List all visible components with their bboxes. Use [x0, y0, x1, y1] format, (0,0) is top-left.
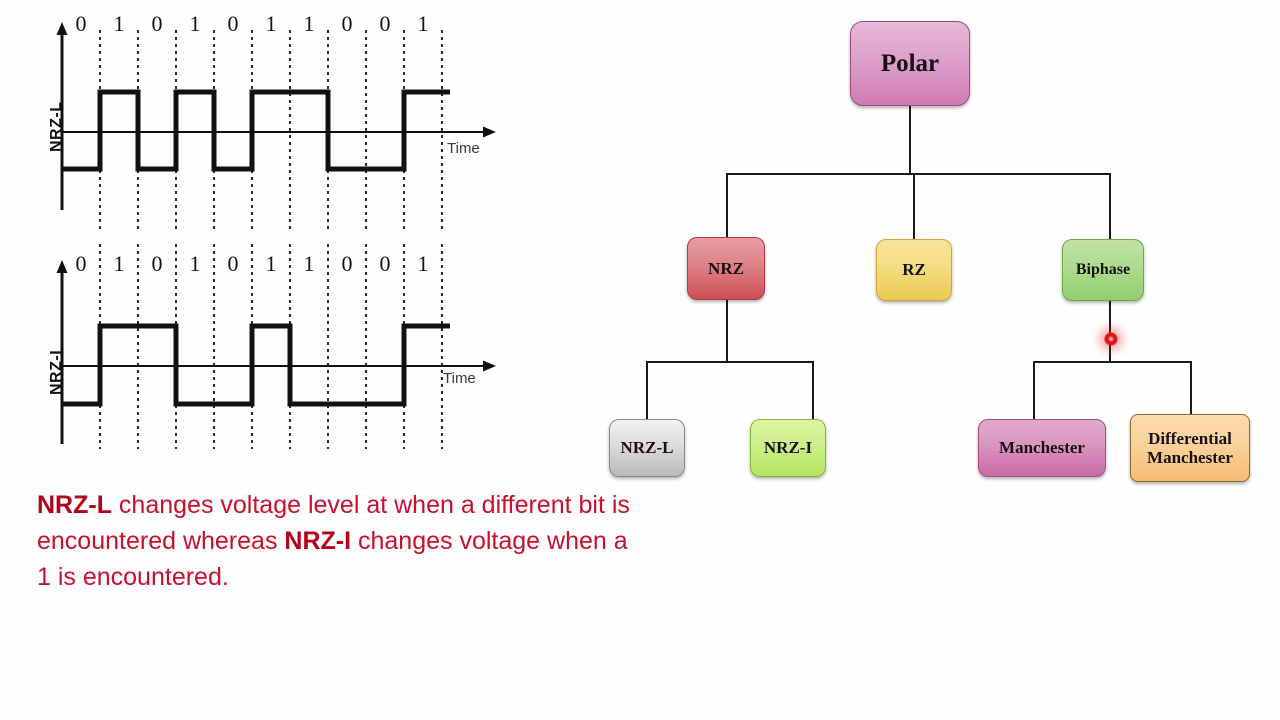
bit-label: 1 [265, 251, 277, 276]
nrzi-signal-trace [62, 323, 450, 407]
connector-to-nrzl [646, 361, 648, 419]
bit-label: 0 [151, 11, 163, 36]
bit-label: 0 [379, 11, 391, 36]
waveform-panel: 0 1 0 1 0 1 1 0 0 1 NRZ-L Time 0 1 0 1 0 1 1 0 0 1 NRZ-I T… [0, 0, 560, 470]
explanation-caption: NRZ-L changes voltage level at when a di… [37, 487, 647, 595]
bit-label: 1 [303, 11, 315, 36]
tree-node-nrz-i[interactable]: NRZ-I [750, 419, 826, 477]
nrzl-waveform-svg [56, 22, 496, 233]
nrzl-axis-label: NRZ-L [48, 101, 65, 152]
bit-label: 1 [265, 11, 277, 36]
polar-encoding-tree: Polar NRZ RZ Biphase NRZ-L NRZ-I Manches… [560, 0, 1280, 520]
tree-node-nrz[interactable]: NRZ [687, 237, 765, 300]
tree-node-rz[interactable]: RZ [876, 239, 952, 301]
caption-term-nrzi: NRZ-I [284, 527, 352, 555]
connector-biphase-stem [1109, 300, 1111, 362]
bit-label: 1 [189, 11, 201, 36]
nrzl-time-axis-arrow [483, 126, 496, 138]
connector-to-nrz [726, 173, 728, 237]
connector-polar-stem [909, 106, 911, 174]
connector-biphase-children-bar [1033, 361, 1192, 363]
bit-label: 0 [75, 11, 87, 36]
caption-text-one: changes voltage level at when a differen… [37, 491, 630, 555]
connector-to-manchester [1033, 361, 1035, 419]
bit-label: 0 [341, 11, 353, 36]
bit-label: 0 [227, 11, 239, 36]
nrzi-time-axis-arrow [483, 360, 496, 372]
nrzl-bit-sequence: 0 1 0 1 0 1 1 0 0 1 [62, 11, 442, 37]
connector-nrz-stem [726, 300, 728, 362]
bit-label: 1 [189, 251, 201, 276]
nrzi-y-axis-arrow [56, 260, 68, 273]
nrzi-waveform-svg [56, 244, 496, 449]
tree-node-nrz-l[interactable]: NRZ-L [609, 419, 685, 477]
connector-to-biphase [1109, 173, 1111, 239]
nrzi-gridlines [99, 244, 443, 449]
bit-label: 0 [75, 251, 87, 276]
caption-text-two: changes voltage when a 1 is encountered. [37, 527, 628, 591]
bit-label: 0 [379, 251, 391, 276]
tree-node-polar[interactable]: Polar [850, 21, 970, 106]
bit-label: 0 [341, 251, 353, 276]
connector-to-rz [913, 173, 915, 239]
bit-label: 1 [303, 251, 315, 276]
bit-label: 0 [151, 251, 163, 276]
nrzl-waveform-chart [0, 4, 560, 234]
tree-node-biphase[interactable]: Biphase [1062, 239, 1144, 301]
nrzi-bit-sequence: 0 1 0 1 0 1 1 0 0 1 [62, 251, 442, 277]
bit-label: 1 [113, 11, 125, 36]
connector-level2-bar [726, 173, 1111, 175]
nrzi-axis-label: NRZ-I [48, 349, 65, 395]
nrzl-time-label: Time [447, 140, 480, 157]
caption-term-nrzl: NRZ-L [37, 491, 112, 519]
connector-to-nrzi [812, 361, 814, 419]
nrzi-time-label: Time [443, 370, 476, 387]
bit-label: 1 [417, 11, 429, 36]
bit-label: 1 [417, 251, 429, 276]
nrzi-waveform-chart [0, 244, 560, 474]
bit-label: 1 [113, 251, 125, 276]
bit-label: 0 [227, 251, 239, 276]
nrzl-y-axis-arrow [56, 22, 68, 35]
tree-node-differential-manchester[interactable]: Differential Manchester [1130, 414, 1250, 482]
nrzl-signal-trace [62, 89, 450, 172]
red-pointer-dot-icon [1104, 332, 1118, 346]
connector-to-diff-manchester [1190, 361, 1192, 414]
connector-nrz-children-bar [646, 361, 814, 363]
tree-node-manchester[interactable]: Manchester [978, 419, 1106, 477]
nrzl-gridlines [99, 30, 443, 233]
